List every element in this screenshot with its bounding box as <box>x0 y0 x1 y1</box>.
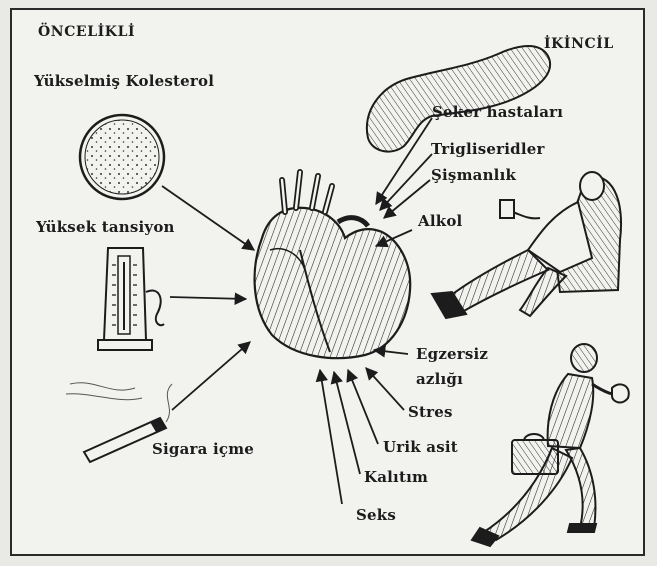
label-triglycerides: Trigliseridler <box>431 140 545 158</box>
arrow-heredity <box>334 372 360 474</box>
primary-heading: ÖNCELİKLİ <box>38 24 135 40</box>
arrow-blood-pressure <box>170 297 246 299</box>
label-cholesterol: Yükselmiş Kolesterol <box>34 72 214 90</box>
label-smoking: Sigara içme <box>152 440 254 458</box>
pancreas-icon <box>367 46 550 152</box>
label-stress: Stres <box>408 403 453 421</box>
seated-man-icon <box>432 172 621 318</box>
label-uric-acid: Urik asit <box>383 438 458 456</box>
blood-pressure-gauge-icon <box>98 248 164 350</box>
label-inactivity-line2: azlığı <box>416 370 463 388</box>
secondary-heading: İKİNCİL <box>544 36 614 52</box>
arrow-cholesterol <box>162 186 254 250</box>
label-inactivity-line1: Egzersiz <box>416 345 488 363</box>
label-sex: Seks <box>356 506 396 524</box>
arrow-inactivity <box>374 350 408 354</box>
label-diabetes: Şeker hastaları <box>432 103 563 121</box>
arrow-stress <box>366 368 404 410</box>
label-alcohol: Alkol <box>418 212 462 230</box>
label-heredity: Kalıtım <box>364 468 428 486</box>
running-man-icon <box>472 344 629 546</box>
label-blood-pressure: Yüksek tansiyon <box>36 218 175 236</box>
heart-icon <box>255 172 411 358</box>
arrow-triglycerides <box>380 154 432 210</box>
label-obesity: Şişmanlık <box>431 166 516 184</box>
cholesterol-cell-icon <box>80 115 164 199</box>
arrow-smoking <box>172 342 250 410</box>
arrow-uric-acid <box>348 370 378 444</box>
